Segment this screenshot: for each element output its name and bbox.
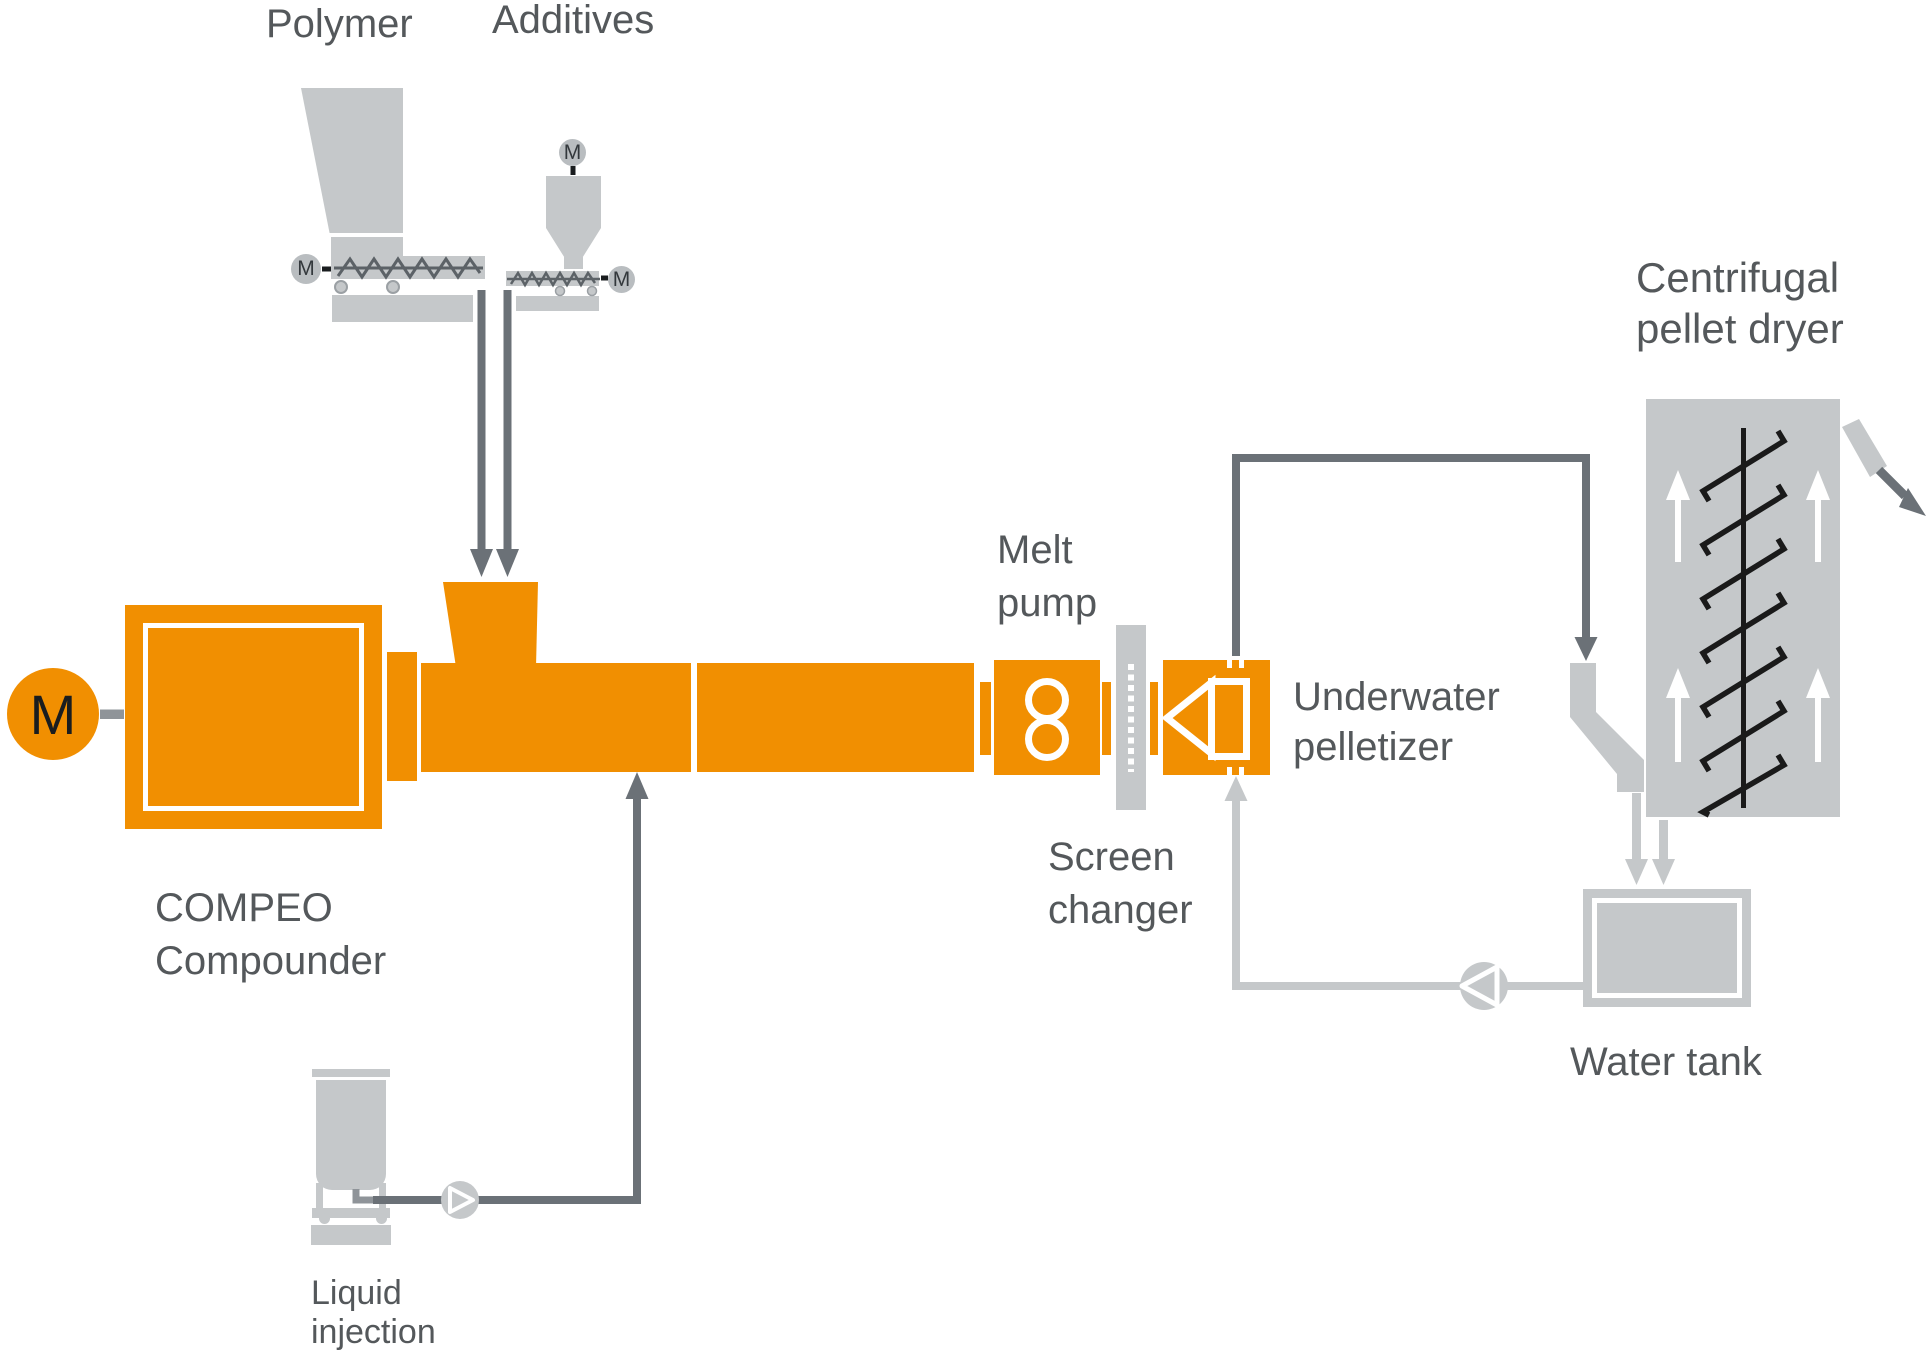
additives-hopper-neck: [564, 257, 583, 269]
liquid-drum-lid: [312, 1069, 390, 1077]
polymer-label: Polymer: [266, 2, 413, 46]
polymer-feed-arrow-icon: [470, 290, 493, 577]
water-tank-label: Water tank: [1570, 1040, 1762, 1084]
water-pump-icon: [1459, 962, 1508, 1010]
liquid-drum-right-wheel: [376, 1213, 387, 1224]
motor-shaft-connector: [100, 710, 124, 719]
water-tank-inner-border: [1592, 898, 1742, 998]
additives-hopper-cone: [546, 228, 601, 257]
polymer-hopper-icon: [301, 88, 403, 233]
dryer-inlet-chute-icon: [1570, 663, 1644, 792]
screen-changer-icon: [1116, 625, 1146, 810]
pellet-slurry-pipe: [1232, 454, 1598, 661]
melt-pump-gear-circle-bottom: [1025, 717, 1069, 761]
flange-1: [980, 682, 991, 755]
melt-pump-gear-circle-top: [1025, 678, 1069, 722]
liquid-pump-icon: [441, 1181, 479, 1219]
flange-2: [1102, 682, 1111, 755]
coupling: [387, 652, 417, 781]
liquid-drum-right-leg: [379, 1183, 386, 1208]
underwater-pelletizer-icon: [1163, 660, 1270, 775]
liquid-drum-body: [316, 1080, 386, 1190]
liquid-drum-bottom-block: [311, 1225, 391, 1245]
dryer-outlet-icon: [1842, 419, 1926, 516]
pelletizer-top-port-tab: [1232, 660, 1239, 668]
centrifugal-dryer-icon: [1646, 399, 1840, 817]
additives-hopper-icon: [546, 176, 601, 228]
feed-hopper-inlet: [443, 582, 538, 663]
polymer-feeder-screw-housing: [403, 256, 485, 279]
additives-feed-arrow-icon: [496, 290, 519, 577]
additives-feeder-motor-badge: M: [608, 266, 635, 293]
barrel-section-1: [421, 663, 691, 772]
liquid-drum-base-plate: [312, 1208, 390, 1218]
polymer-feeder-motor-badge: M: [291, 254, 321, 284]
additives-hopper-motor-badge: M: [559, 139, 586, 166]
polymer-feeder-body: [331, 237, 403, 279]
flange-3: [1150, 682, 1158, 755]
gearbox-inner-border: [143, 623, 364, 811]
additives-feeder-screw-housing: [506, 271, 599, 286]
additives-feeder-base: [516, 296, 599, 311]
gearbox: [125, 605, 382, 829]
additives-label: Additives: [492, 0, 655, 42]
pelletizer-bottom-port-tab: [1232, 767, 1239, 775]
barrel-section-2: [697, 663, 974, 772]
liquid-drum-left-wheel: [319, 1213, 330, 1224]
liquid-drum-left-leg: [316, 1183, 323, 1208]
polymer-feeder-base: [332, 295, 473, 322]
main-motor-badge: M: [7, 668, 99, 760]
process-water-line: [1224, 776, 1583, 990]
water-tank-icon: [1583, 889, 1751, 1007]
liquid-injection-line: [352, 772, 649, 1204]
